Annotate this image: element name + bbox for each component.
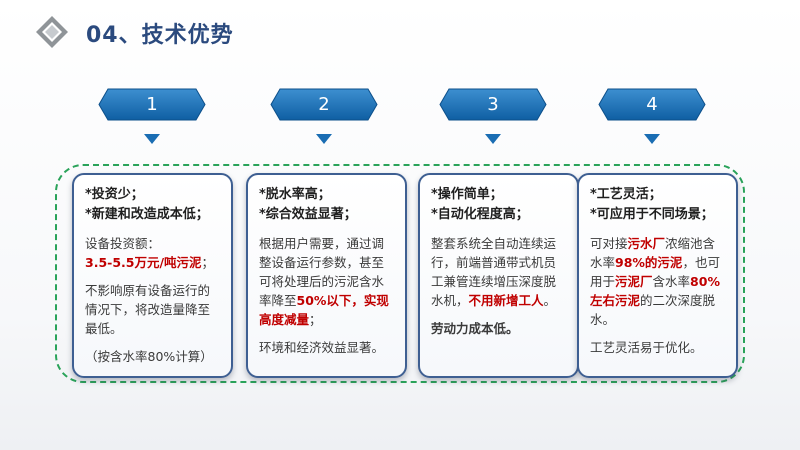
card-paragraph: 环境和经济效益显著。 <box>259 340 385 355</box>
emphasis-text: 污泥厂 <box>615 274 653 289</box>
card-highlight: *综合效益显著； <box>259 207 357 222</box>
card-paragraph: 设备投资额： 3.5-5.5万元/吨污泥； <box>85 234 222 272</box>
emphasis-text: 80%左右污泥 <box>590 274 720 308</box>
card-highlight: *自动化程度高； <box>431 207 529 222</box>
emphasis-text: 不用新增工人 <box>468 293 544 308</box>
invest-label: 设备投资额： <box>85 236 161 251</box>
emphasis-text: 50%以下，实现高度减量 <box>259 293 389 327</box>
card-paragraph: 劳动力成本低。 <box>431 321 519 336</box>
advantage-card-2: *脱水率高； *综合效益显著； 根据用户需要，通过调整设备运行参数，甚至可将处理… <box>246 173 407 378</box>
card-highlight: *工艺灵活； <box>590 187 662 202</box>
dashed-group-frame <box>55 164 745 383</box>
card-note: （按含水率80%计算） <box>85 349 213 364</box>
step-number: 1 <box>146 94 158 115</box>
emphasis-text: 污水厂 <box>627 236 666 251</box>
step-number: 2 <box>318 94 330 115</box>
card-highlight: *新建和改造成本低； <box>85 207 209 222</box>
hexagon-tag-icon <box>439 88 547 121</box>
card-paragraph: 可对接污水厂浓缩池含水率98%的污泥，也可用于污泥厂含水率80%左右污泥的二次深… <box>590 234 727 329</box>
advantage-card-3: *操作简单； *自动化程度高； 整套系统全自动连续运行，前端普通带式机员工兼管连… <box>418 173 579 378</box>
text-run: ，也可用于 <box>590 255 720 289</box>
card-highlight: *操作简单； <box>431 187 503 202</box>
diamond-logo-icon <box>36 16 68 48</box>
advantage-card-1: *投资少； *新建和改造成本低； 设备投资额： 3.5-5.5万元/吨污泥； 不… <box>72 173 233 378</box>
text-run: ； <box>309 312 322 327</box>
card-paragraph: 整套系统全自动连续运行，前端普通带式机员工兼管连续增压深度脱水机，不用新增工人。 <box>431 234 568 310</box>
down-arrow-icon <box>485 134 501 144</box>
text-run: 含水率 <box>652 274 691 289</box>
step-number: 3 <box>487 94 499 115</box>
text-run: 可对接 <box>590 236 628 251</box>
emphasis-text: 98%的污泥 <box>615 255 683 270</box>
step-tag-4: 4 <box>598 88 706 121</box>
card-highlight: *可应用于不同场景； <box>590 207 714 222</box>
text-run: 整套系统全自动连续运行，前端普通带式机员工兼管连续增压深度脱水机， <box>431 236 557 308</box>
step-number: 4 <box>646 94 658 115</box>
card-highlight: *投资少； <box>85 187 144 202</box>
down-arrow-icon <box>644 134 660 144</box>
down-arrow-icon <box>144 134 160 144</box>
text-run: 浓缩池含水率 <box>590 236 716 270</box>
step-tag-2: 2 <box>270 88 378 121</box>
step-tag-1: 1 <box>98 88 206 121</box>
invest-suffix: ； <box>201 255 215 270</box>
card-paragraph: 不影响原有设备运行的情况下，将改造量降至最低。 <box>85 283 211 336</box>
page-title: 04、技术优势 <box>86 23 234 48</box>
text-run: 根据用户需要，通过调整设备运行参数，甚至可将处理后的污泥含水率降至 <box>259 236 385 308</box>
hexagon-tag-icon <box>598 88 706 121</box>
card-paragraph: 工艺灵活易于优化。 <box>590 340 703 355</box>
down-arrow-icon <box>316 134 332 144</box>
invest-value: 3.5-5.5万元/吨污泥 <box>85 255 202 270</box>
hexagon-tag-icon <box>270 88 378 121</box>
card-highlight: *脱水率高； <box>259 187 331 202</box>
text-run: 的二次深度脱水。 <box>590 293 716 327</box>
card-paragraph: 根据用户需要，通过调整设备运行参数，甚至可将处理后的污泥含水率降至50%以下，实… <box>259 234 396 329</box>
step-tag-3: 3 <box>439 88 547 121</box>
text-run: 。 <box>543 293 557 308</box>
advantage-card-4: *工艺灵活； *可应用于不同场景； 可对接污水厂浓缩池含水率98%的污泥，也可用… <box>577 173 738 378</box>
hexagon-tag-icon <box>98 88 206 121</box>
